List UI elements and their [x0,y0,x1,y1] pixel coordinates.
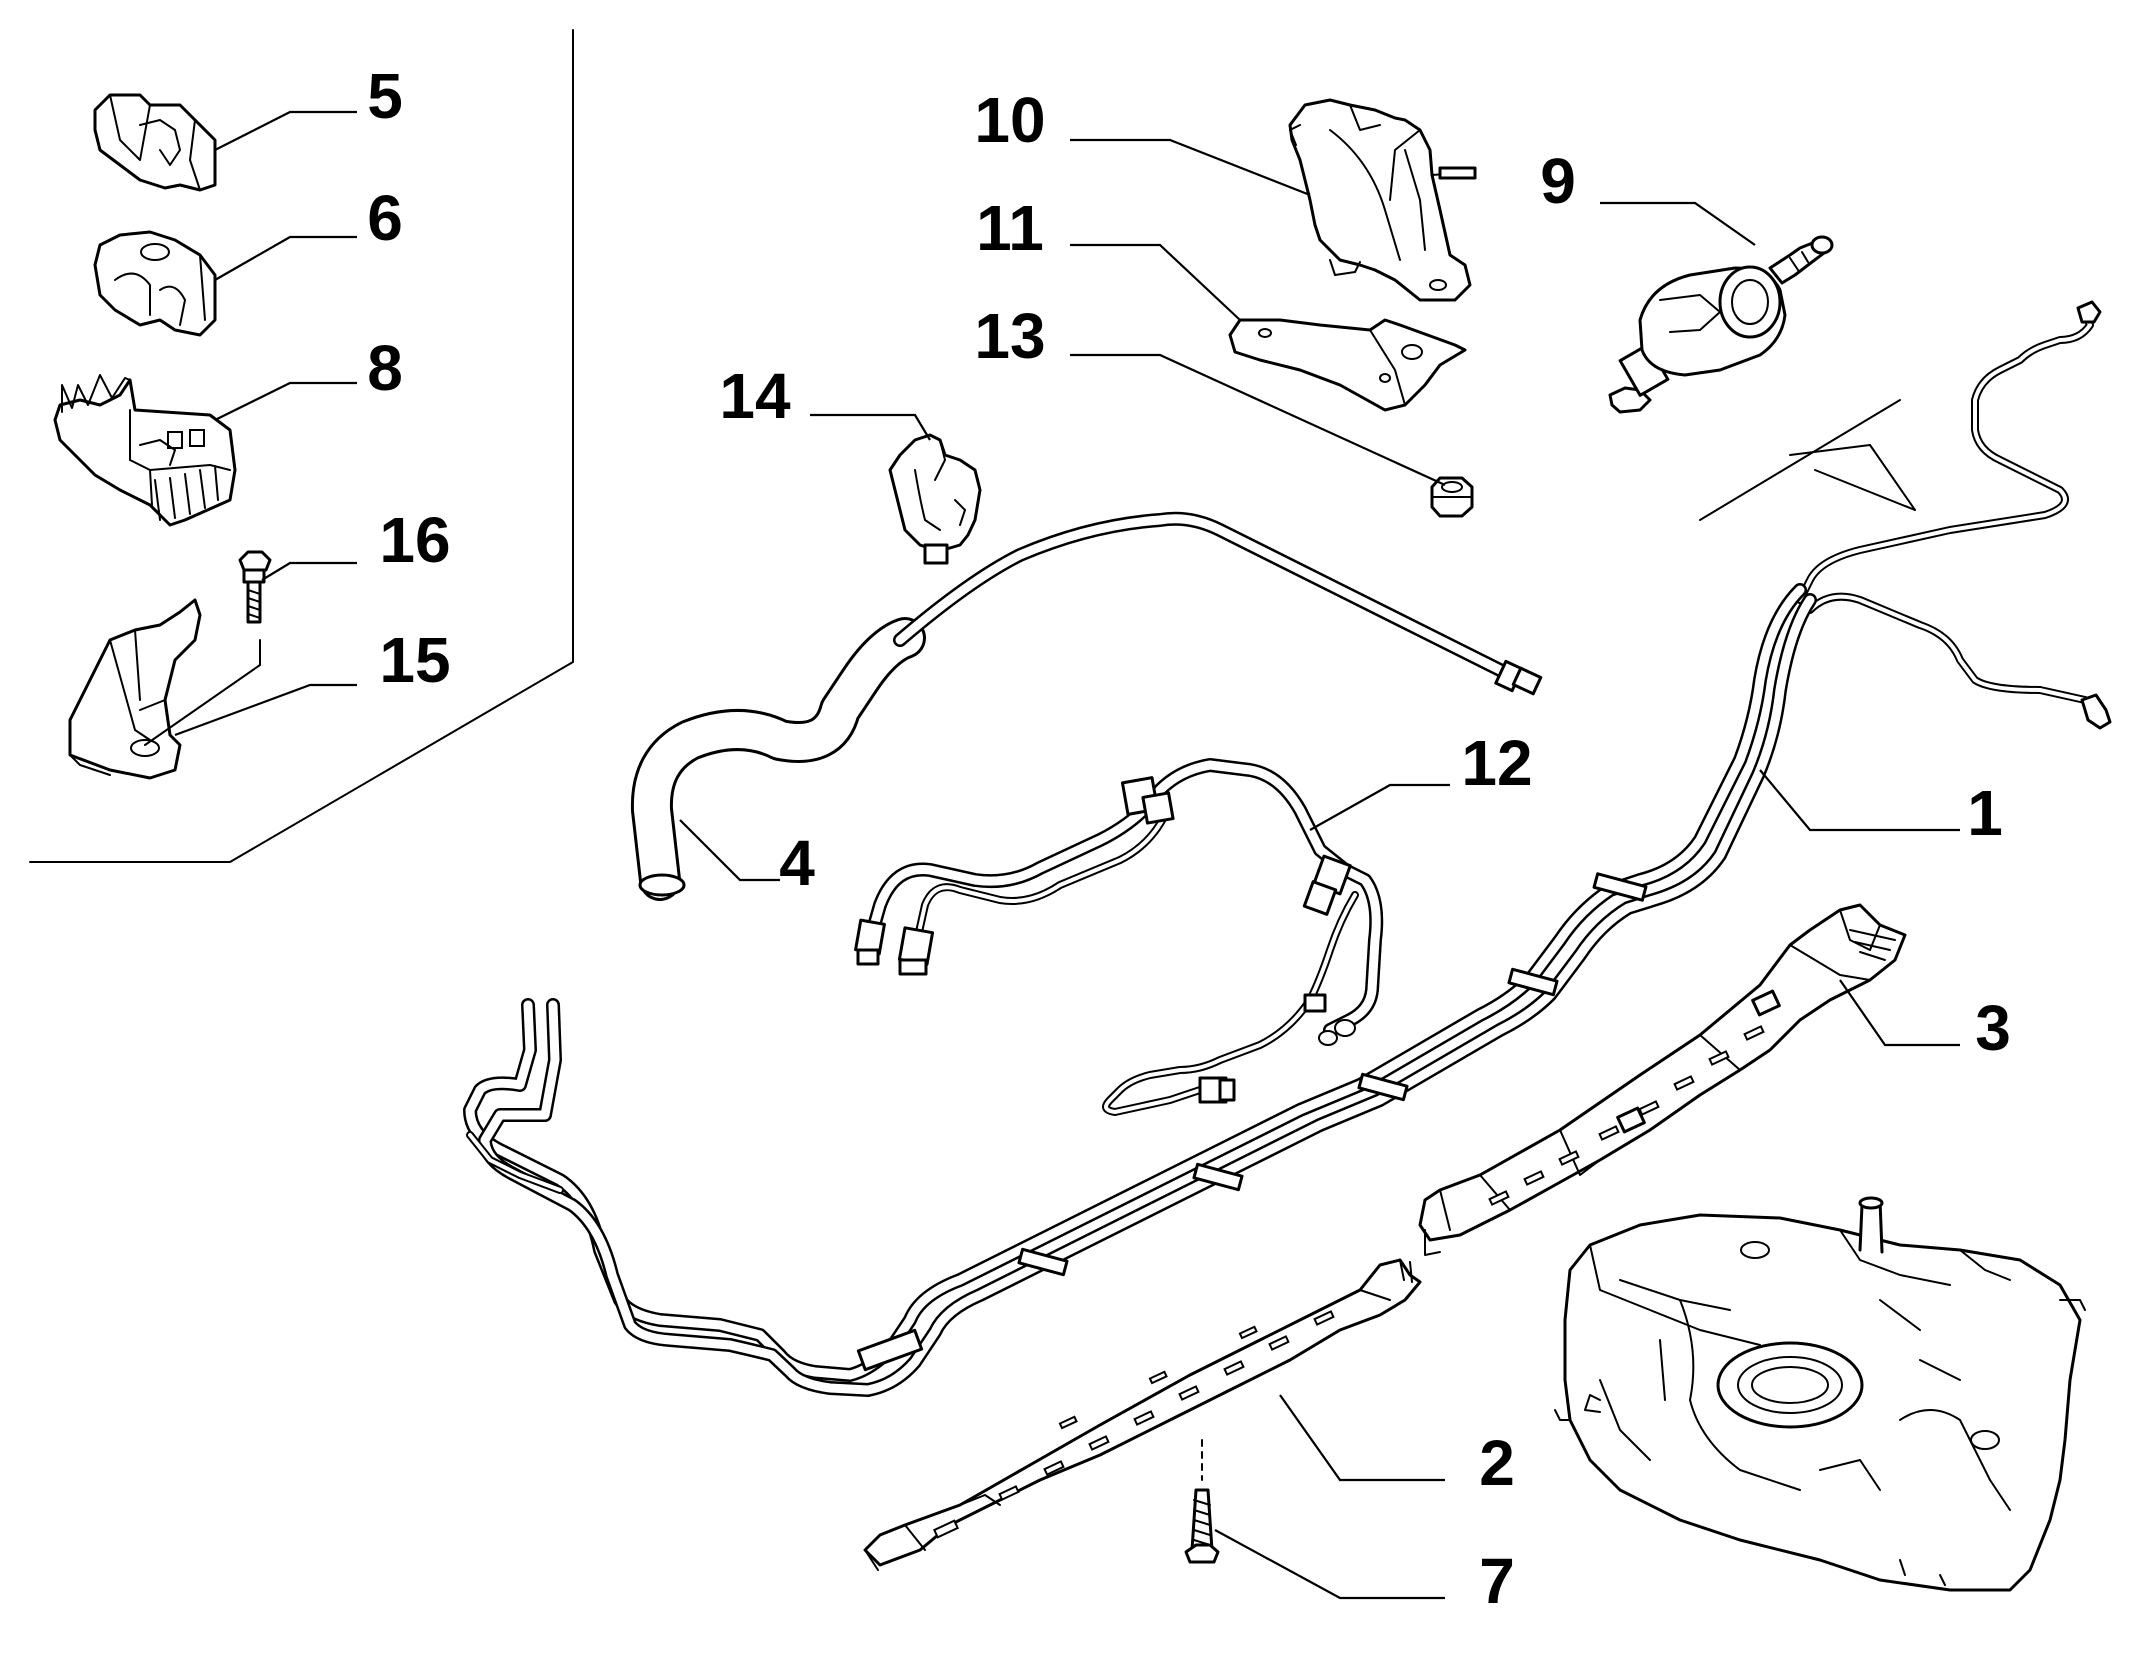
part-16-bolt-icon [238,550,272,624]
callout-10: 10 [974,84,1045,156]
part-5-clip-icon [93,93,217,192]
callout-4: 4 [779,827,815,899]
part-12-fuel-pipe-icon [854,758,1384,1116]
leader-lines [174,110,1960,1600]
callout-2: 2 [1479,1427,1515,1499]
part-6-clip-icon [93,230,217,337]
part-1-fuel-pipe-icon [463,300,2112,1397]
part-3-bracket-icon [1418,903,1907,1256]
callout-1: 1 [1967,777,2003,849]
callout-6: 6 [367,182,403,254]
part-2-bracket-icon [863,1258,1422,1571]
callout-7: 7 [1479,1545,1515,1617]
inset-divider [29,29,574,863]
part-8-bracket-icon [53,374,237,527]
part-9-fuel-filter-icon [1608,235,1834,414]
part-13-nut-icon [1430,476,1474,518]
part-15-bracket-icon [68,598,261,780]
callout-16: 16 [379,504,450,576]
part-14-clip-icon [888,433,982,565]
callout-14: 14 [719,360,791,432]
reference-arrow-icon [1699,399,1916,521]
callout-5: 5 [367,60,403,132]
fuel-tank-icon [1554,1196,2086,1592]
callout-11: 11 [976,192,1044,264]
callout-12: 12 [1461,727,1532,799]
callout-15: 15 [379,624,450,696]
callout-3: 3 [1975,992,2011,1064]
callout-8: 8 [367,332,403,404]
part-4-fuel-pipe-icon [630,511,1543,901]
part-11-bracket-icon [1228,318,1467,412]
part-10-bracket-icon [1288,98,1477,302]
part-7-bolt-icon [1184,1439,1220,1564]
callout-9: 9 [1540,145,1576,217]
callout-13: 13 [974,300,1045,372]
